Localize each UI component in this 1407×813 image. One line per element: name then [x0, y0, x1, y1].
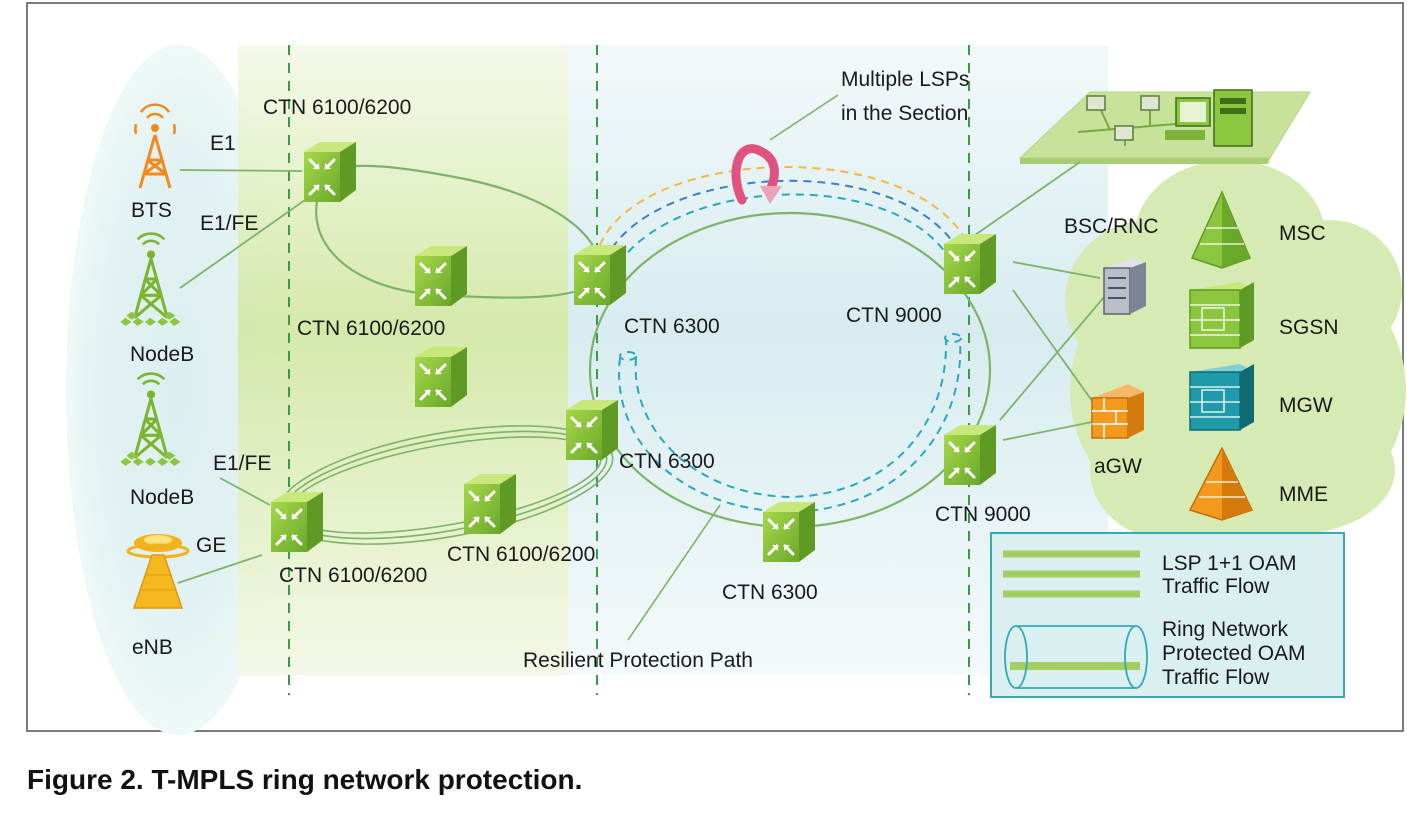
msc-pyramid-icon[interactable]	[1190, 190, 1252, 269]
ctn-9000-node-bottom[interactable]	[942, 423, 998, 487]
ctn-6300-node-bottom[interactable]	[761, 500, 817, 564]
zone-separators	[288, 45, 970, 695]
ctn-6300-node-mid[interactable]	[564, 398, 620, 462]
label-link-e1: E1	[210, 132, 236, 155]
label-link-e1-fe-bottom: E1/FE	[213, 452, 272, 475]
ctn-6100-node-bottom-right[interactable]	[462, 472, 518, 536]
mme-pyramid-icon[interactable]	[1188, 446, 1254, 521]
callout-leaders	[627, 94, 839, 641]
agw-firewall-icon[interactable]	[1091, 384, 1144, 439]
label-bts: BTS	[131, 199, 172, 222]
legend-lsp-label-1: LSP 1+1 OAM	[1162, 552, 1297, 575]
label-sgsn: SGSN	[1279, 316, 1339, 339]
ctn-9000-node-top[interactable]	[942, 232, 998, 296]
label-ctn6300-bottom: CTN 6300	[722, 581, 818, 604]
label-nodeb-top: NodeB	[130, 343, 195, 366]
label-ctn9000-top: CTN 9000	[846, 304, 942, 327]
mgw-stack-icon[interactable]	[1189, 364, 1254, 431]
sgsn-stack-icon[interactable]	[1189, 282, 1254, 349]
label-ctn6300-mid: CTN 6300	[619, 450, 715, 473]
legend-ring-swatch	[1004, 625, 1148, 689]
label-multiple-lsps-1: Multiple LSPs	[841, 68, 970, 91]
ctn-6300-node-top[interactable]	[572, 243, 628, 307]
bsc-rnc-server-icon[interactable]	[1103, 258, 1146, 315]
label-ctn6100-top: CTN 6100/6200	[263, 96, 412, 119]
legend-ring-label-2: Protected OAM	[1162, 642, 1306, 665]
label-ctn6100-mid: CTN 6100/6200	[297, 317, 446, 340]
label-link-e1-fe-top: E1/FE	[200, 212, 259, 235]
label-resilient-protection-path: Resilient Protection Path	[523, 649, 753, 672]
label-nodeb-bottom: NodeB	[130, 486, 195, 509]
access-zone-background	[66, 45, 290, 735]
label-agw: aGW	[1094, 455, 1142, 478]
bts-tower-icon	[134, 103, 176, 189]
legend-box	[990, 532, 1345, 698]
ctn-6100-node-mid-lower[interactable]	[413, 345, 469, 409]
label-enb: eNB	[132, 636, 173, 659]
legend-ring-label-1: Ring Network	[1162, 618, 1289, 641]
label-ctn6100-bottom-left: CTN 6100/6200	[279, 564, 428, 587]
lan-computer-icon	[1086, 89, 1253, 147]
figure-caption: Figure 2. T-MPLS ring network protection…	[27, 764, 583, 795]
ctn-6100-node-mid-upper[interactable]	[413, 244, 469, 308]
legend-ring-label-3: Traffic Flow	[1162, 666, 1270, 689]
label-ctn9000-bottom: CTN 9000	[935, 503, 1031, 526]
aggregation-zone-background	[238, 45, 568, 675]
legend-lsp-label-2: Traffic Flow	[1162, 575, 1270, 598]
legend-lsp-swatch	[1003, 550, 1140, 598]
ctn-6100-node-bottom-left[interactable]	[269, 490, 325, 554]
lsp-rotation-arrow	[731, 144, 782, 205]
core-links	[974, 161, 1111, 441]
label-link-ge: GE	[196, 534, 227, 557]
label-multiple-lsps-2: in the Section	[841, 102, 969, 125]
ctn-6100-node-top[interactable]	[302, 140, 358, 204]
label-ctn6100-bottom-right: CTN 6100/6200	[447, 543, 596, 566]
label-mgw: MGW	[1279, 394, 1333, 417]
label-msc: MSC	[1279, 222, 1326, 245]
enb-antenna-icon	[126, 534, 190, 609]
lan-platform	[1018, 89, 1311, 164]
label-bsc-rnc: BSC/RNC	[1064, 215, 1159, 238]
label-ctn6300-top: CTN 6300	[624, 315, 720, 338]
label-mme: MME	[1279, 483, 1328, 506]
access-links	[177, 169, 306, 584]
